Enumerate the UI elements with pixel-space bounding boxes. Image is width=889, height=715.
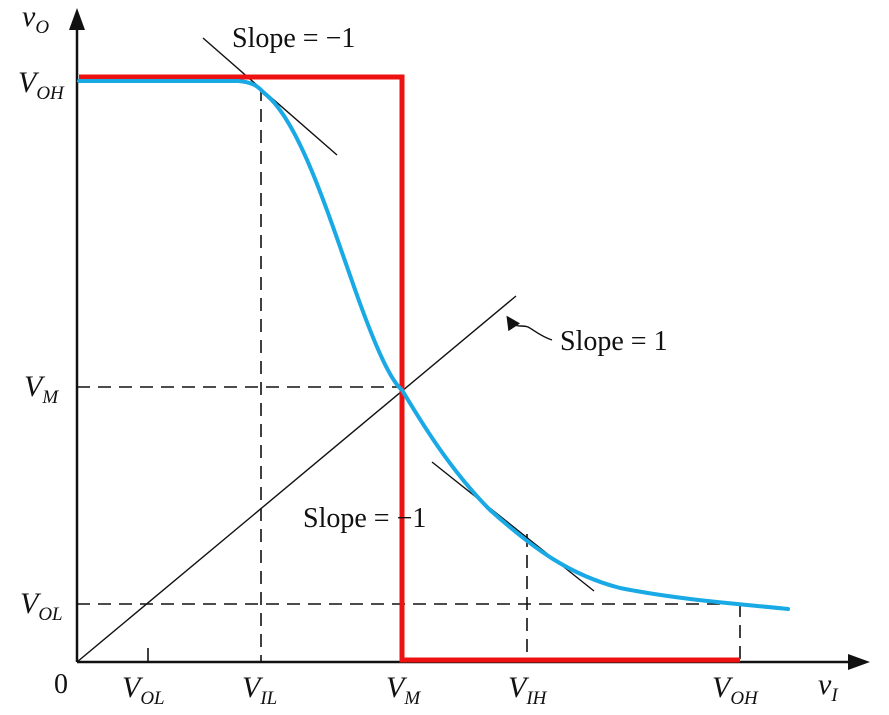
- slope-unity-label: Slope = 1: [560, 326, 668, 357]
- y-tick-vm: VM: [24, 370, 59, 408]
- y-axis-arrow-icon: [69, 8, 85, 30]
- x-tick-voh: VOH: [712, 671, 759, 709]
- unity-slope-line: [76, 295, 517, 663]
- x-tick-vol: VOL: [122, 671, 165, 709]
- x-axis-arrow-icon: [848, 654, 870, 670]
- y-tick-vol: VOL: [20, 587, 63, 625]
- slope-bottom-label: Slope = −1: [303, 503, 426, 534]
- guide-lines: [77, 88, 741, 662]
- x-tick-vih: VIH: [508, 671, 548, 709]
- origin-label: 0: [54, 669, 68, 700]
- slope-unity-leader: [506, 315, 553, 341]
- tangent-bottom: [431, 461, 595, 592]
- y-axis-label: vO: [22, 0, 49, 38]
- ideal-vtc-curve: [79, 74, 740, 663]
- y-tick-voh: VOH: [18, 66, 65, 104]
- real-vtc-curve: [77, 79, 790, 611]
- x-axis-label: vI: [818, 668, 839, 706]
- x-tick-vil: VIL: [242, 671, 277, 709]
- slope-top-label: Slope = −1: [232, 23, 355, 54]
- x-tick-vm: VM: [386, 671, 421, 709]
